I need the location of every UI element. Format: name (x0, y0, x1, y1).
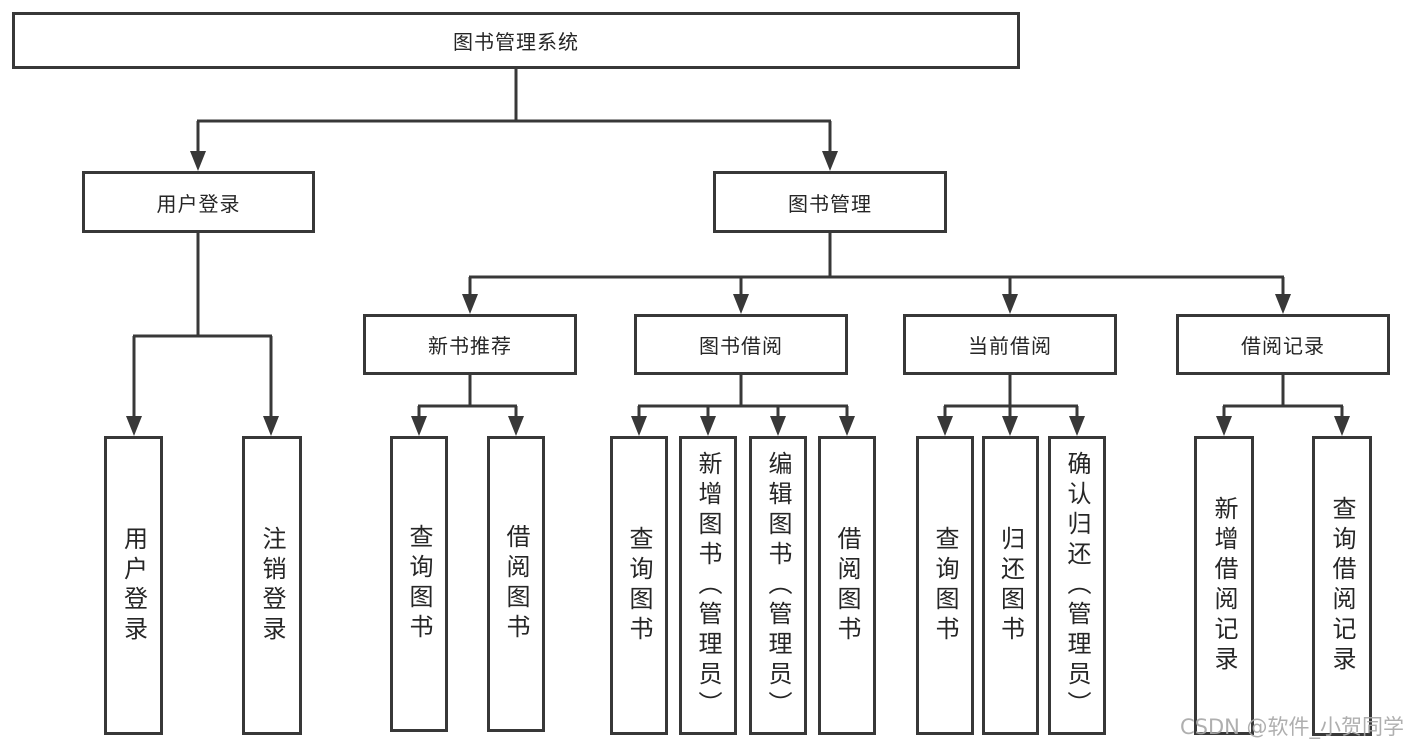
arrowhead-bb-borrow (839, 416, 855, 436)
arrowhead-book-management (822, 151, 838, 171)
node-label: 新增图书（管理员） (694, 450, 722, 721)
node-label: 新增借阅记录 (1210, 495, 1238, 676)
leaf-cb-return-books: 归还图书 (982, 436, 1039, 735)
node-label: 图书管理系统 (453, 30, 579, 54)
arrowhead-current-borrowing (1002, 294, 1018, 314)
arrowhead-book-borrowing (733, 294, 749, 314)
node-borrow-records: 借阅记录 (1176, 314, 1390, 375)
node-new-book-recommend: 新书推荐 (363, 314, 577, 375)
arrowhead-user-login (190, 151, 206, 171)
connector-root-to-level1 (196, 69, 832, 152)
arrowhead-cb-return (1002, 416, 1018, 436)
leaf-cb-query-books: 查询图书 (916, 436, 974, 735)
connector-new-book-recommend-branch (417, 375, 518, 417)
node-book-management: 图书管理 (713, 171, 947, 233)
arrowhead-bb-query (631, 416, 647, 436)
node-label: 确认归还（管理员） (1063, 450, 1091, 721)
leaf-nb-query-books: 查询图书 (390, 436, 448, 732)
node-current-borrowing: 当前借阅 (903, 314, 1117, 375)
leaf-bb-add-book-admin: 新增图书（管理员） (679, 436, 737, 735)
node-label: 图书借阅 (699, 334, 783, 358)
arrowhead-borrow-records (1275, 294, 1291, 314)
arrowhead-bb-add (700, 416, 716, 436)
arrowhead-cb-confirm (1069, 416, 1085, 436)
node-label: 查询图书 (405, 524, 433, 644)
csdn-watermark: CSDN @软件_小贺同学 (1180, 715, 1405, 739)
connector-current-borrowing-branch (943, 375, 1079, 417)
connector-book-management-branch (468, 233, 1285, 295)
node-book-borrowing: 图书借阅 (634, 314, 848, 375)
leaf-bb-borrow-books: 借阅图书 (818, 436, 876, 735)
node-label: 借阅图书 (502, 524, 530, 644)
node-label: 用户登录 (119, 525, 148, 646)
leaf-bb-edit-book-admin: 编辑图书（管理员） (749, 436, 807, 735)
connector-book-borrowing-branch (637, 375, 849, 417)
node-label: 编辑图书（管理员） (764, 450, 792, 721)
connector-borrow-records-branch (1222, 375, 1344, 417)
node-label: 查询借阅记录 (1328, 496, 1356, 676)
leaf-br-add-record: 新增借阅记录 (1194, 436, 1254, 735)
arrowhead-bb-edit (770, 416, 786, 436)
arrowhead-leaf-logout (263, 416, 279, 436)
node-label: 归还图书 (996, 525, 1025, 646)
node-root: 图书管理系统 (12, 12, 1020, 69)
arrowhead-br-add (1216, 416, 1232, 436)
node-user-login: 用户登录 (82, 171, 315, 233)
node-label: 查询图书 (625, 525, 653, 646)
node-label: 当前借阅 (968, 334, 1052, 358)
arrowhead-leaf-user-login (126, 416, 142, 436)
node-label: 新书推荐 (428, 334, 512, 358)
leaf-nb-borrow-books: 借阅图书 (487, 436, 545, 732)
node-label: 借阅图书 (833, 525, 861, 646)
arrowhead-new-book-recommend (462, 294, 478, 314)
connector-user-login-branch (132, 233, 273, 417)
leaf-br-query-record: 查询借阅记录 (1312, 436, 1372, 736)
node-label: 借阅记录 (1241, 334, 1325, 358)
node-label: 用户登录 (156, 191, 241, 216)
arrowhead-nb-query (411, 416, 427, 436)
leaf-logout: 注销登录 (242, 436, 302, 735)
node-label: 图书管理 (788, 191, 872, 216)
arrowhead-nb-borrow (508, 416, 524, 436)
leaf-bb-query-books: 查询图书 (610, 436, 668, 735)
arrowhead-cb-query (937, 416, 953, 436)
arrowhead-br-query (1334, 416, 1350, 436)
node-label: 注销登录 (258, 525, 286, 646)
leaf-cb-confirm-return-admin: 确认归还（管理员） (1048, 436, 1106, 735)
leaf-user-login: 用户登录 (104, 436, 163, 735)
node-label: 查询图书 (931, 525, 959, 646)
